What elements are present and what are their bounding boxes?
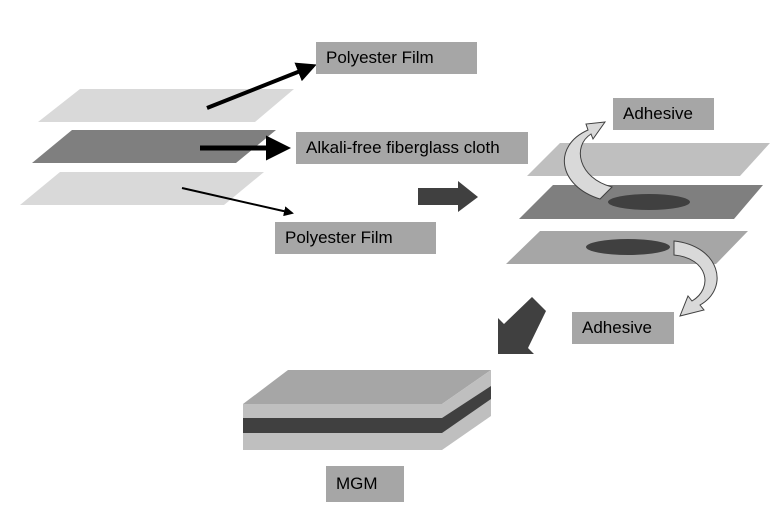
process-arrow-right [418,181,478,212]
bottom-film-pointer [181,187,294,217]
mgm-label: MGM [326,466,404,502]
mgm-block-front-top [243,404,442,419]
right-top-film-sheet [527,143,770,176]
fiberglass-cloth-label: Alkali-free fiberglass cloth [296,132,528,164]
adhesive-label-upper: Adhesive [613,98,714,130]
mgm-block-front-bottom [243,433,442,450]
adhesive-curved-arrow-upper [563,121,613,200]
mgm-block-top [243,370,491,404]
adhesive-spot-upper [608,194,690,210]
adhesive-curved-arrow-lower [673,240,718,317]
adhesive-label-lower: Adhesive [572,312,674,344]
mgm-block-front-core [243,418,442,434]
fiberglass-cloth-sheet [32,130,276,163]
adhesive-spot-lower [586,239,670,255]
bottom-film-label: Polyester Film [275,222,436,254]
bottom-film-sheet [20,172,264,205]
top-film-sheet [38,89,294,122]
top-film-pointer [206,62,317,110]
process-arrow-down-left [498,297,546,354]
top-film-label: Polyester Film [316,42,477,74]
mgm-block-side-core [442,386,491,433]
